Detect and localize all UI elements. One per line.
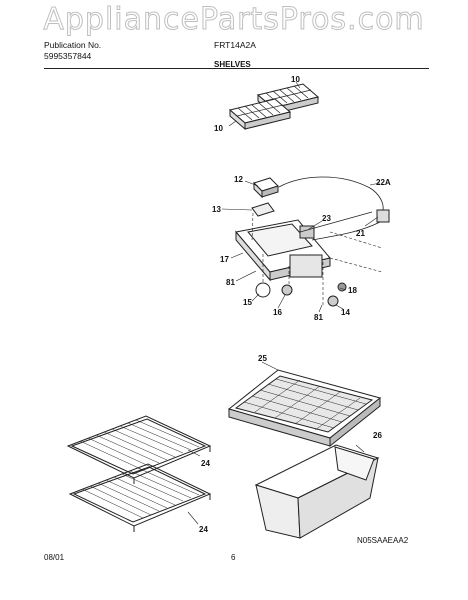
wire-shelf-lower	[68, 463, 212, 532]
callout-15: 15	[243, 298, 252, 307]
ice-tray-bottom	[228, 98, 292, 131]
callout-81-right: 81	[314, 313, 323, 322]
callout-12: 12	[234, 175, 243, 184]
footer-page: 6	[231, 553, 236, 562]
wire-harness	[278, 176, 384, 241]
callout-23: 23	[322, 214, 331, 223]
control-assembly	[235, 177, 390, 307]
leader-lines	[251, 212, 383, 305]
footer-date: 08/01	[44, 553, 65, 562]
watermark-logo: AppliancePartsPros.com	[43, 2, 425, 38]
callout-lines	[221, 180, 381, 313]
callout-16: 16	[273, 308, 282, 317]
callout-26: 26	[373, 431, 382, 440]
publication-number: 5995357844	[44, 51, 92, 61]
header-rule	[44, 68, 429, 69]
callout-81-left: 81	[226, 278, 235, 287]
publication-label: Publication No.	[44, 40, 102, 50]
model-number: FRT14A2A	[214, 40, 256, 50]
footer-code: N05SAAEAA2	[357, 536, 409, 545]
wire-shelf-upper	[66, 415, 212, 484]
callout-10-bottom: 10	[214, 124, 223, 133]
callout-18: 18	[348, 286, 357, 295]
callout-17: 17	[220, 255, 229, 264]
callout-10-top: 10	[291, 75, 300, 84]
freezer-shelf	[227, 361, 382, 448]
callout-14: 14	[341, 308, 350, 317]
callout-24-upper: 24	[201, 459, 210, 468]
callout-21: 21	[356, 229, 365, 238]
section-title: SHELVES	[214, 60, 251, 69]
callout-13: 13	[212, 205, 221, 214]
callout-22a: 22A	[376, 178, 391, 187]
crisper-drawer	[254, 444, 380, 539]
callout-24-lower: 24	[199, 525, 208, 534]
callout-25: 25	[258, 354, 267, 363]
